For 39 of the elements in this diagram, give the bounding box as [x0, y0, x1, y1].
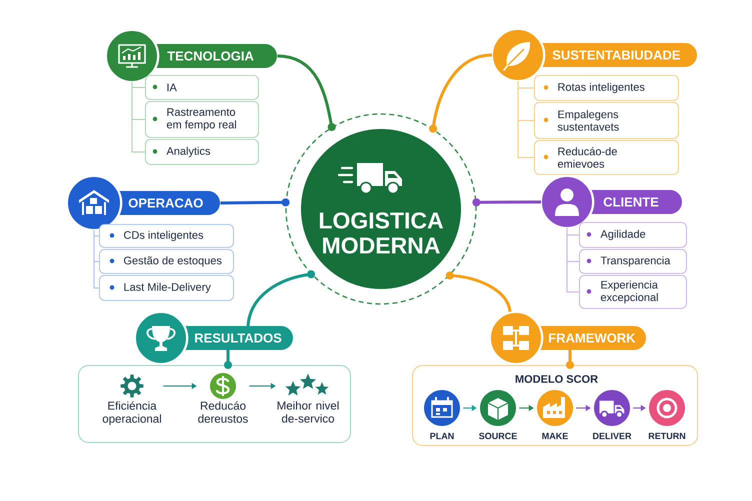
item-label: Eficiéncia operacional	[102, 401, 161, 426]
header-pill: SUSTENTABIUDADE	[542, 43, 697, 67]
connector-line	[224, 350, 232, 369]
header-pill: RESULTADOS	[186, 326, 293, 350]
header-pill: FRAMEWORK	[540, 326, 646, 350]
step-label: DELIVER	[593, 432, 632, 440]
item-box: Empalegens sustentavets	[534, 102, 679, 139]
header-pill: TECNOLOGIA	[156, 44, 277, 68]
branch-line	[132, 82, 146, 152]
branch-line	[566, 228, 580, 292]
connector-line	[277, 54, 336, 131]
item-box: Rotas inteligentes	[534, 75, 679, 101]
item-box: Transparencia	[579, 249, 687, 274]
item-box: CDs inteligentes	[99, 224, 234, 248]
connector-line	[566, 350, 574, 369]
connector-line	[246, 270, 316, 326]
item-label: Reducáo dereustos	[198, 401, 248, 423]
item-box: Gestão de estoques	[99, 249, 234, 274]
connector-line	[446, 271, 512, 312]
item-box: Reducáo-de emievoes	[534, 140, 679, 175]
step-label: MAKE	[542, 432, 568, 440]
branch-line	[94, 230, 100, 288]
item-box: Rastreamento em fempo real	[145, 101, 259, 138]
item-label: Meihor nivel de-servico	[278, 401, 339, 423]
step-label: PLAN	[430, 432, 454, 440]
connector-line	[429, 54, 492, 133]
connector-line	[472, 198, 542, 206]
rounded-panel	[78, 365, 351, 443]
item-box: IA	[145, 75, 259, 100]
item-box: Last Mile-Delivery	[99, 275, 234, 301]
step-label: SOURCE	[479, 432, 517, 440]
step-label: RETURN	[648, 432, 686, 440]
item-box: Analytics	[145, 139, 259, 165]
branch-line	[518, 80, 534, 158]
header-pill: OPERACAO	[120, 191, 220, 215]
item-box: Experiencia excepcional	[579, 275, 687, 309]
item-box: Agilidade	[579, 222, 687, 248]
header-pill: CLIENTE	[592, 190, 682, 214]
connector-line	[220, 198, 290, 206]
